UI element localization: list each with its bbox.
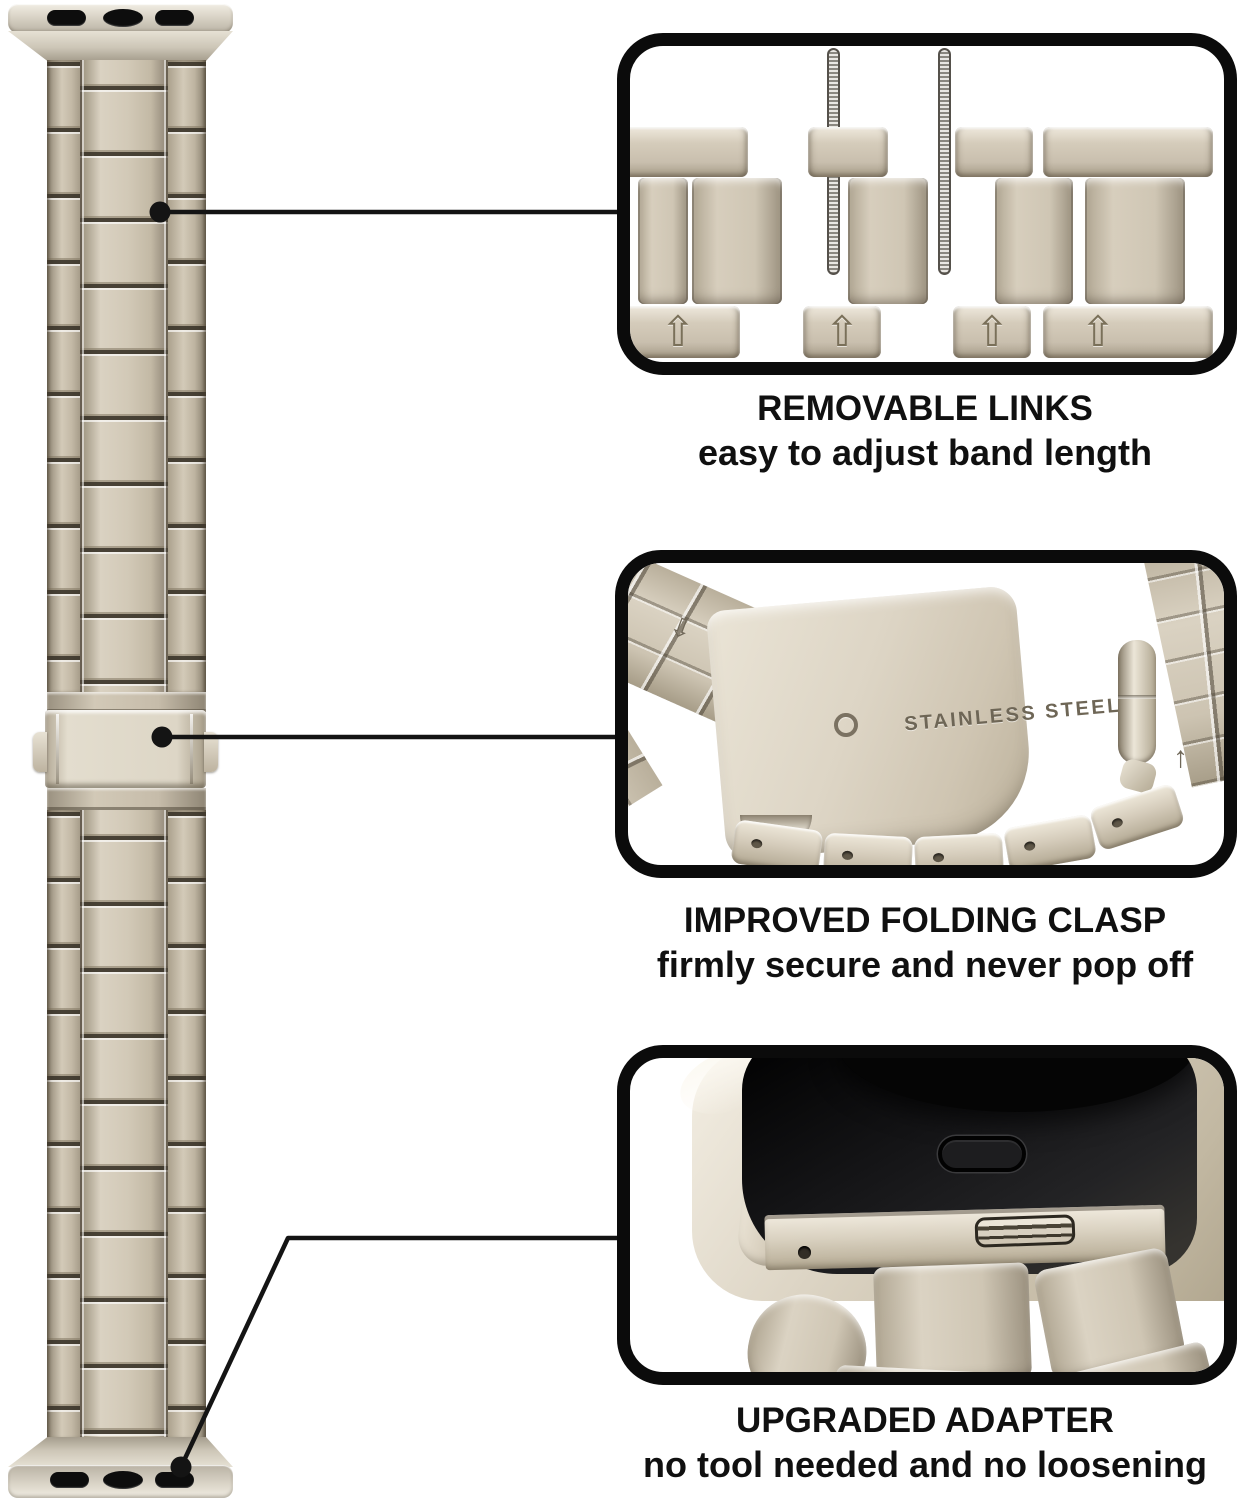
clasp-small-link (913, 832, 1005, 865)
clasp-small-link (1002, 813, 1098, 865)
link-piece (995, 178, 1073, 304)
callout-box-upgraded-adapter (617, 1045, 1237, 1385)
clasp-hinge (1118, 640, 1156, 764)
link-piece: ⇧ (1043, 306, 1213, 358)
arrow-up-icon: ⇧ (974, 308, 1010, 355)
band-upper-segment (47, 60, 206, 692)
band-clasp (45, 710, 206, 788)
adapter-slot-icon (103, 1471, 143, 1489)
clasp-release-button-right (204, 732, 218, 772)
clasp-release-button-left (33, 732, 47, 772)
band-lower-segment (47, 810, 206, 1438)
band-left-links (47, 60, 80, 692)
band-left-links (47, 810, 80, 1438)
link-piece (848, 178, 928, 304)
caption-title: IMPROVED FOLDING CLASP (683, 901, 1167, 940)
lug-screw-hole (798, 1246, 811, 1259)
adapter-slot-icon (50, 1472, 89, 1488)
arrow-up-icon: ⇧ (660, 308, 696, 355)
callout-dot-clasp (151, 726, 173, 748)
caption-upgraded-adapter: UPGRADED ADAPTER no tool needed and no l… (610, 1399, 1240, 1487)
band-adapter-top-taper (8, 31, 233, 61)
adapter-slot-icon (47, 10, 86, 26)
caption-folding-clasp: IMPROVED FOLDING CLASP firmly secure and… (610, 899, 1240, 987)
link-piece (1043, 127, 1213, 177)
arrow-up-icon: ⇧ (824, 308, 860, 355)
adapter-slot-icon (155, 10, 194, 26)
caption-removable-links: REMOVABLE LINKS easy to adjust band leng… (610, 387, 1240, 475)
band-adapter-bottom (8, 1465, 233, 1498)
adapter-slot-icon (103, 9, 143, 27)
link-piece (638, 178, 688, 304)
clasp-small-link (822, 832, 914, 865)
callout-box-folding-clasp: ⇩ STAINLESS STEEL ↑ (615, 550, 1237, 878)
caption-title: REMOVABLE LINKS (757, 389, 1093, 428)
link-piece (1085, 178, 1185, 304)
band-adapter-top (8, 4, 233, 33)
caption-title: UPGRADED ADAPTER (736, 1401, 1114, 1440)
band-right-links (168, 810, 206, 1438)
watch-sensor (837, 1058, 1197, 1112)
link-piece: ⇧ (630, 306, 740, 358)
link-piece (808, 127, 888, 177)
band-right-links (168, 60, 206, 692)
callout-line-adapter (178, 1235, 620, 1468)
band-release-slot (938, 1136, 1026, 1172)
clasp-end-link-top (47, 692, 206, 712)
caption-subtitle: firmly secure and never pop off (656, 944, 1194, 985)
callout-dot-links (149, 201, 171, 223)
link-piece (692, 178, 782, 304)
arrow-up-icon: ↑ (1173, 741, 1188, 774)
link-pin-icon (938, 48, 951, 275)
link-piece: ⇧ (953, 306, 1031, 358)
band-link (873, 1262, 1032, 1372)
link-piece: ⇧ (803, 306, 881, 358)
callout-dot-adapter (170, 1456, 192, 1478)
clasp-end-link-bottom (47, 788, 206, 810)
adapter-release-slot (974, 1214, 1076, 1248)
caption-subtitle: easy to adjust band length (697, 432, 1153, 473)
clasp-small-link (1088, 782, 1186, 852)
band-center-links (80, 60, 168, 692)
callout-box-removable-links: ⇧ ⇧ ⇧ ⇧ (617, 33, 1237, 375)
arrow-up-icon: ⇧ (1080, 308, 1116, 355)
caption-subtitle: no tool needed and no loosening (643, 1444, 1207, 1485)
link-piece (955, 127, 1033, 177)
band-adapter-bottom-taper (8, 1437, 233, 1467)
link-piece (630, 127, 748, 177)
band-center-links (80, 810, 168, 1438)
